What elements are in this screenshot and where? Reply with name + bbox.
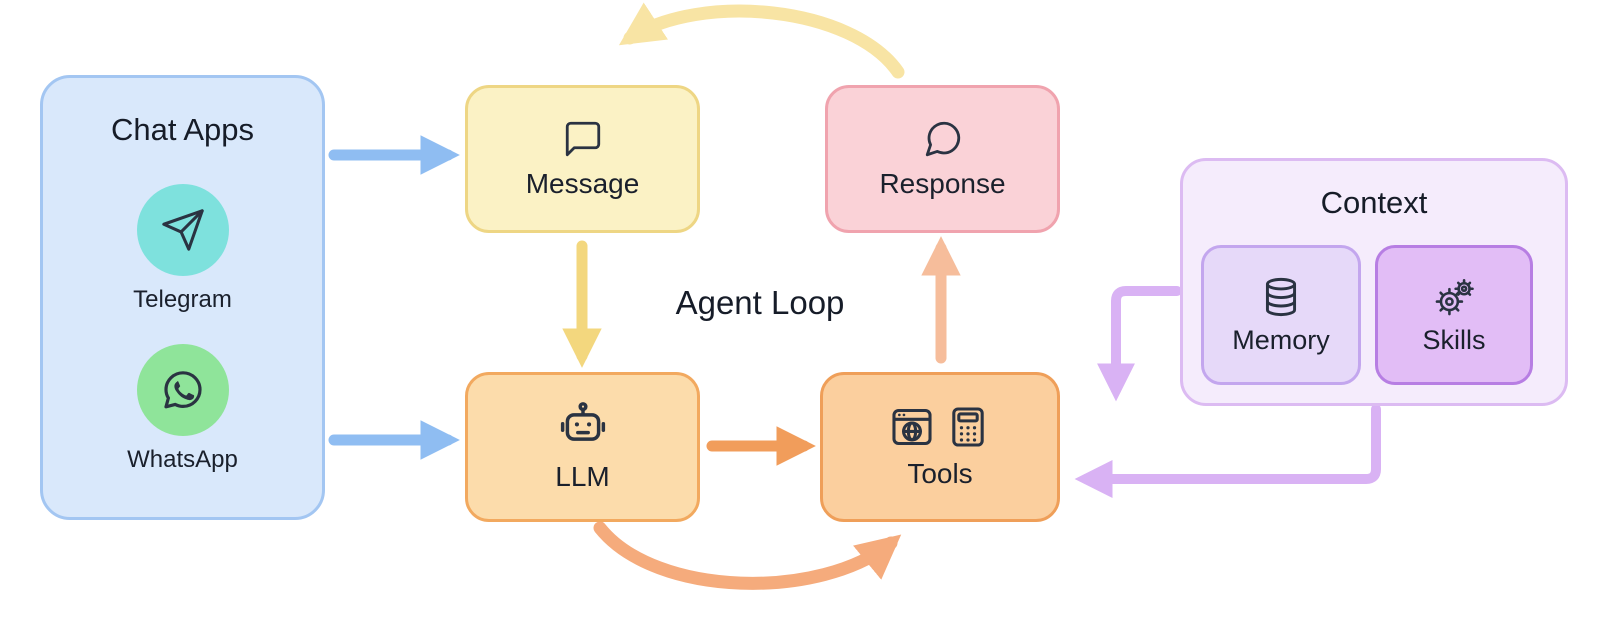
llm-label: LLM <box>555 461 610 492</box>
arrow-response-to-message-curve <box>618 2 905 79</box>
robot-icon <box>560 402 605 441</box>
calculator-icon <box>952 407 984 447</box>
tools-label: Tools <box>907 458 973 489</box>
skills-node: Skills <box>1375 245 1533 385</box>
context-title: Context <box>1320 185 1428 220</box>
context-group: Context Memory Sk <box>1180 158 1568 406</box>
gears-icon <box>1435 278 1474 315</box>
response-label: Response <box>879 168 1006 199</box>
telegram-icon <box>161 209 204 251</box>
chat-apps-group: Chat Apps Telegram WhatsApp <box>40 75 325 520</box>
telegram-badge <box>136 184 229 276</box>
agent-loop-label: Agent Loop <box>675 284 845 321</box>
chat-apps-title: Chat Apps <box>110 112 255 147</box>
llm-node: LLM <box>465 372 700 522</box>
whatsapp-icon <box>163 371 202 409</box>
whatsapp-label: WhatsApp <box>127 446 238 473</box>
telegram-label: Telegram <box>133 286 232 313</box>
arrow-llm-to-tools-curve <box>593 521 902 590</box>
message-label: Message <box>525 168 640 199</box>
tools-node: Tools <box>820 372 1060 522</box>
arrow-context-to-tools-top <box>1097 286 1182 402</box>
database-icon <box>1265 277 1297 316</box>
response-bubble-icon <box>925 121 960 157</box>
memory-label: Memory <box>1232 324 1330 355</box>
arrow-context-to-tools-side <box>1074 404 1381 498</box>
message-bubble-icon <box>565 121 600 157</box>
skills-label: Skills <box>1422 324 1486 355</box>
tools-icons <box>889 404 991 450</box>
memory-node: Memory <box>1201 245 1361 385</box>
message-node: Message <box>465 85 700 233</box>
browser-globe-icon <box>892 408 932 446</box>
whatsapp-badge <box>136 344 229 436</box>
response-node: Response <box>825 85 1060 233</box>
